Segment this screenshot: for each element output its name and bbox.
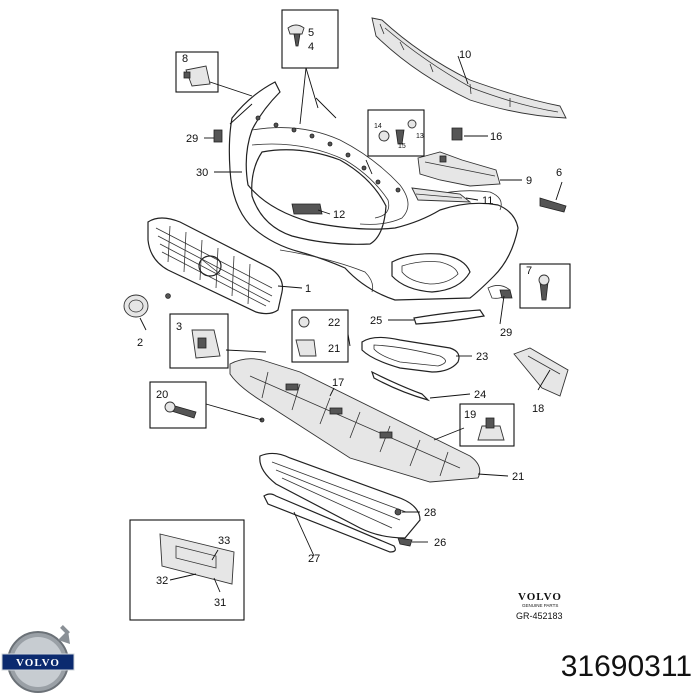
part-21-lower-panel (259, 452, 421, 539)
callout-17: 17 (332, 377, 344, 389)
part-25-trim-strip (413, 309, 486, 325)
genuine-parts-stamp: VOLVO GENUINE PARTS GR-452183 (516, 591, 563, 621)
detail-box-4-5 (281, 9, 339, 69)
callout-7: 7 (526, 265, 532, 277)
part-24-chrome-strip (370, 370, 431, 402)
part-28-clip (394, 508, 402, 516)
callout-2: 2 (137, 337, 143, 349)
callout-6: 6 (556, 167, 562, 179)
detail-box-21-22 (291, 309, 349, 363)
callout-28: 28 (424, 507, 436, 519)
callout-29a: 29 (186, 133, 198, 145)
callout-24: 24 (474, 389, 486, 401)
callout-9: 9 (526, 175, 532, 187)
callout-18: 18 (532, 403, 544, 415)
callout-1: 1 (305, 283, 311, 295)
callout-19: 19 (464, 409, 476, 421)
callout-13: 13 (416, 133, 424, 140)
part-17-air-guide (229, 358, 481, 483)
leader-10 (457, 55, 469, 85)
callout-16: 16 (490, 131, 502, 143)
callout-23: 23 (476, 351, 488, 363)
part-2-emblem (123, 294, 149, 318)
part-27-lower-strip (263, 493, 396, 553)
part-1-grille (147, 217, 284, 315)
volvo-logo: VOLVO (1, 625, 75, 693)
callout-15: 15 (398, 143, 406, 150)
detail-box-7 (519, 263, 571, 309)
part-10-upper-reinforcement (371, 17, 567, 119)
callout-3: 3 (176, 321, 182, 333)
callout-4: 4 (308, 41, 314, 53)
detail-box-8 (175, 51, 219, 93)
leader-lines (139, 67, 563, 557)
part-11-bracket (411, 187, 472, 203)
detail-box-19 (459, 403, 515, 447)
callout-20: 20 (156, 389, 168, 401)
detail-box-3 (169, 313, 229, 369)
callout-22: 22 (328, 317, 340, 329)
part-9-bracket (417, 151, 501, 187)
callout-29b: 29 (500, 327, 512, 339)
callout-14: 14 (374, 123, 382, 130)
part-6-clip (539, 197, 567, 213)
part-30-bumper-cover (228, 81, 519, 301)
callout-5: 5 (308, 27, 314, 39)
part-29-clip (213, 129, 223, 143)
callout-10: 10 (459, 49, 471, 61)
callout-21b: 21 (512, 471, 524, 483)
callout-31: 31 (214, 597, 226, 609)
detail-box-31-32-33 (129, 519, 245, 621)
stamp-brand: VOLVO (518, 591, 562, 603)
callout-8: 8 (182, 53, 188, 65)
callout-26: 26 (434, 537, 446, 549)
part-number: 31690311 (561, 650, 692, 683)
part-23-fog-bezel (361, 336, 460, 373)
callout-25: 25 (370, 315, 382, 327)
part-18-cover-plate (513, 347, 569, 397)
callout-30: 30 (196, 167, 208, 179)
callout-32: 32 (156, 575, 168, 587)
part-26-clip (397, 537, 413, 547)
stamp-tagline: GENUINE PARTS (522, 603, 558, 608)
callout-21a: 21 (328, 343, 340, 355)
detail-box-20 (149, 381, 207, 429)
logo-wordmark: VOLVO (16, 657, 60, 669)
callout-11: 11 (482, 195, 493, 207)
callout-27: 27 (308, 553, 320, 565)
detail-box-13-14-15 (367, 109, 425, 157)
stamp-ref: GR-452183 (516, 611, 563, 621)
callout-12: 12 (333, 209, 345, 221)
part-16-clip (451, 127, 463, 141)
callout-33: 33 (218, 535, 230, 547)
